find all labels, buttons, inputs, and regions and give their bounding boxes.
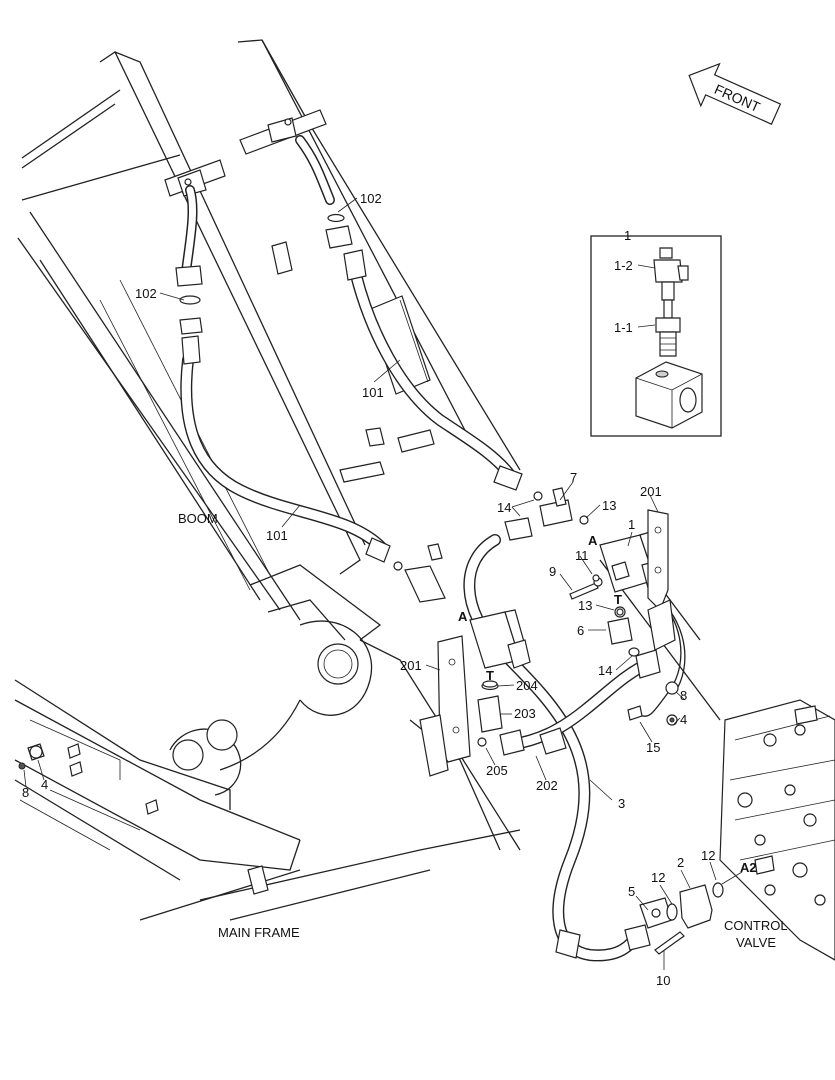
inset-detail-box xyxy=(590,235,722,437)
callout-13-mid: 13 xyxy=(578,598,592,613)
hose-3 xyxy=(463,534,644,962)
callout-6: 6 xyxy=(577,623,584,638)
small-hardware xyxy=(18,574,679,770)
callout-12-left: 12 xyxy=(651,870,665,885)
main-frame-structure xyxy=(14,679,521,921)
control-valve-label-1: CONTROL xyxy=(724,918,788,933)
callout-202: 202 xyxy=(536,778,558,793)
port-a2-label: A2 xyxy=(740,860,757,875)
callout-204: 204 xyxy=(516,678,538,693)
callout-101-left: 101 xyxy=(266,528,288,543)
hose-fittings xyxy=(175,213,724,959)
hose-202 xyxy=(504,659,651,751)
callout-1-1: 1-1 xyxy=(614,320,633,335)
port-t-label-left: T xyxy=(486,668,494,683)
leader-lines xyxy=(23,197,743,970)
boom-label: BOOM xyxy=(178,511,218,526)
callout-5: 5 xyxy=(628,884,635,899)
callout-10: 10 xyxy=(656,973,670,988)
text-labels: BOOM MAIN FRAME CONTROL VALVE A A T T A2 xyxy=(178,511,788,950)
callout-102-top: 102 xyxy=(360,191,382,206)
callout-7: 7 xyxy=(570,470,577,485)
callout-2: 2 xyxy=(677,855,684,870)
upper-tubes xyxy=(181,135,335,277)
main-frame-label: MAIN FRAME xyxy=(218,925,300,940)
callout-14-mid: 14 xyxy=(598,663,612,678)
callout-203: 203 xyxy=(514,706,536,721)
valve-block-left xyxy=(419,609,531,777)
boom-structure xyxy=(17,39,721,851)
callout-4-left: 4 xyxy=(41,777,48,792)
control-valve-label-2: VALVE xyxy=(736,935,776,950)
callout-102-left: 102 xyxy=(135,286,157,301)
callout-9: 9 xyxy=(549,564,556,579)
callout-205: 205 xyxy=(486,763,508,778)
callout-numbers: 102 102 101 101 1 1-2 1-1 7 14 13 1 201 … xyxy=(22,191,715,988)
port-a-label-right: A xyxy=(588,533,598,548)
callout-13-top: 13 xyxy=(602,498,616,513)
callout-3: 3 xyxy=(618,796,625,811)
control-valve-body xyxy=(719,699,835,961)
callout-14-top: 14 xyxy=(497,500,511,515)
callout-12-right: 12 xyxy=(701,848,715,863)
callout-101-right: 101 xyxy=(362,385,384,400)
callout-201-right: 201 xyxy=(640,484,662,499)
callout-8-left: 8 xyxy=(22,785,29,800)
port-a-label-left: A xyxy=(458,609,468,624)
front-arrow: FRONT xyxy=(688,62,782,125)
callout-201-left: 201 xyxy=(400,658,422,673)
hose-101-left xyxy=(180,354,388,554)
callout-1: 1 xyxy=(628,517,635,532)
port-t-label-right: T xyxy=(614,592,622,607)
callout-11: 11 xyxy=(575,548,589,563)
callout-1-inset: 1 xyxy=(624,228,631,243)
callout-4-right: 4 xyxy=(680,712,687,727)
callout-15: 15 xyxy=(646,740,660,755)
callout-8-right: 8 xyxy=(680,688,687,703)
callout-1-2: 1-2 xyxy=(614,258,633,273)
valve-block-right xyxy=(599,509,676,651)
hose-101-right xyxy=(350,269,516,481)
